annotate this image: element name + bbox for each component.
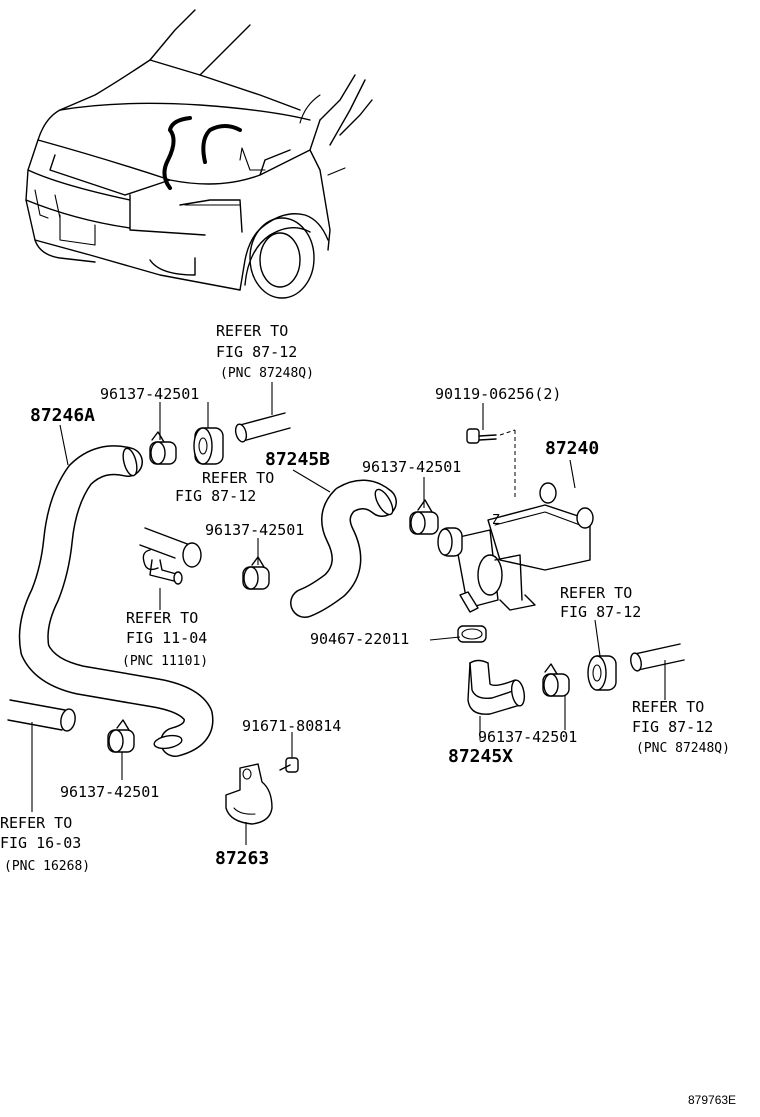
- reference-engine-line3: (PNC 11101): [122, 654, 208, 669]
- reference-pipe-right-line2: FIG 87-12: [632, 718, 713, 736]
- reference-grommet-left-line1: REFER TO: [202, 469, 274, 487]
- part-label-clamp-valve[interactable]: 90467-22011: [310, 630, 409, 648]
- part-label-bolt-bracket[interactable]: 91671-80814: [242, 717, 341, 735]
- svg-text:Z: Z: [492, 513, 500, 528]
- part-label-bolt-top[interactable]: 90119-06256(2): [435, 385, 561, 403]
- grommet-right: [587, 655, 617, 691]
- reference-grommet-right[interactable]: REFER TO FIG 87-12: [560, 584, 641, 621]
- reference-top[interactable]: REFER TO FIG 87-12 (PNC 87248Q): [216, 322, 314, 381]
- part-label-clamp-top[interactable]: 96137-42501: [100, 385, 199, 403]
- clamp-icon-mid-right: [409, 499, 439, 535]
- reference-pipe-right-line3: (PNC 87248Q): [636, 741, 730, 756]
- engine-pipe: [139, 527, 202, 585]
- clamp-icon-valve: [457, 625, 487, 643]
- pipe-top: [234, 412, 291, 443]
- vehicle-illustration: [25, 9, 373, 299]
- reference-pipe-left-line1: REFER TO: [0, 814, 72, 832]
- reference-pipe-left[interactable]: REFER TO FIG 16-03 (PNC 16268): [0, 814, 90, 874]
- reference-pipe-right-line1: REFER TO: [632, 698, 704, 716]
- clamp-icon-bottom-right: [542, 663, 570, 697]
- reference-top-line2: FIG 87-12: [216, 343, 297, 361]
- part-label-87245x[interactable]: 87245X: [448, 746, 513, 767]
- reference-grommet-right-line1: REFER TO: [560, 584, 632, 602]
- part-label-87240[interactable]: 87240: [545, 438, 599, 459]
- part-label-87245b[interactable]: 87245B: [265, 449, 330, 470]
- reference-engine-line2: FIG 11-04: [126, 629, 207, 647]
- part-label-clamp-bottom-left[interactable]: 96137-42501: [60, 783, 159, 801]
- part-label-87263[interactable]: 87263: [215, 848, 269, 869]
- bolt-icon-top: [466, 428, 497, 444]
- hose-87246a[interactable]: [18, 445, 214, 757]
- hose-87245b[interactable]: [290, 479, 397, 618]
- reference-grommet-left-line2: FIG 87-12: [175, 487, 256, 505]
- reference-pipe-right[interactable]: REFER TO FIG 87-12 (PNC 87248Q): [632, 698, 730, 756]
- part-label-clamp-mid-right[interactable]: 96137-42501: [362, 458, 461, 476]
- reference-pipe-left-line2: FIG 16-03: [0, 834, 81, 852]
- bracket-87263[interactable]: [225, 763, 273, 825]
- reference-engine[interactable]: REFER TO FIG 11-04 (PNC 11101): [122, 609, 208, 669]
- part-label-clamp-bottom-right[interactable]: 96137-42501: [478, 728, 577, 746]
- reference-top-line1: REFER TO: [216, 322, 288, 340]
- clamp-icon-bottom-left: [107, 719, 135, 753]
- figure-code: 879763E: [688, 1093, 736, 1107]
- reference-pipe-left-line3: (PNC 16268): [4, 859, 90, 874]
- hose-87245x[interactable]: [467, 659, 526, 715]
- part-label-clamp-mid[interactable]: 96137-42501: [205, 521, 304, 539]
- clamp-icon-mid: [242, 556, 270, 590]
- pipe-right: [630, 643, 685, 672]
- bolt-icon-bracket: [279, 757, 299, 773]
- grommet-left: [193, 427, 224, 465]
- clamp-icon-top: [149, 431, 177, 465]
- pipe-left: [7, 699, 76, 732]
- part-label-87246a[interactable]: 87246A: [30, 405, 95, 426]
- leader-lines: [31, 382, 666, 845]
- reference-engine-line1: REFER TO: [126, 609, 198, 627]
- reference-top-line3: (PNC 87248Q): [220, 366, 314, 381]
- water-valve-87240[interactable]: Z: [437, 482, 594, 613]
- reference-grommet-right-line2: FIG 87-12: [560, 603, 641, 621]
- reference-grommet-left[interactable]: REFER TO FIG 87-12: [175, 469, 274, 505]
